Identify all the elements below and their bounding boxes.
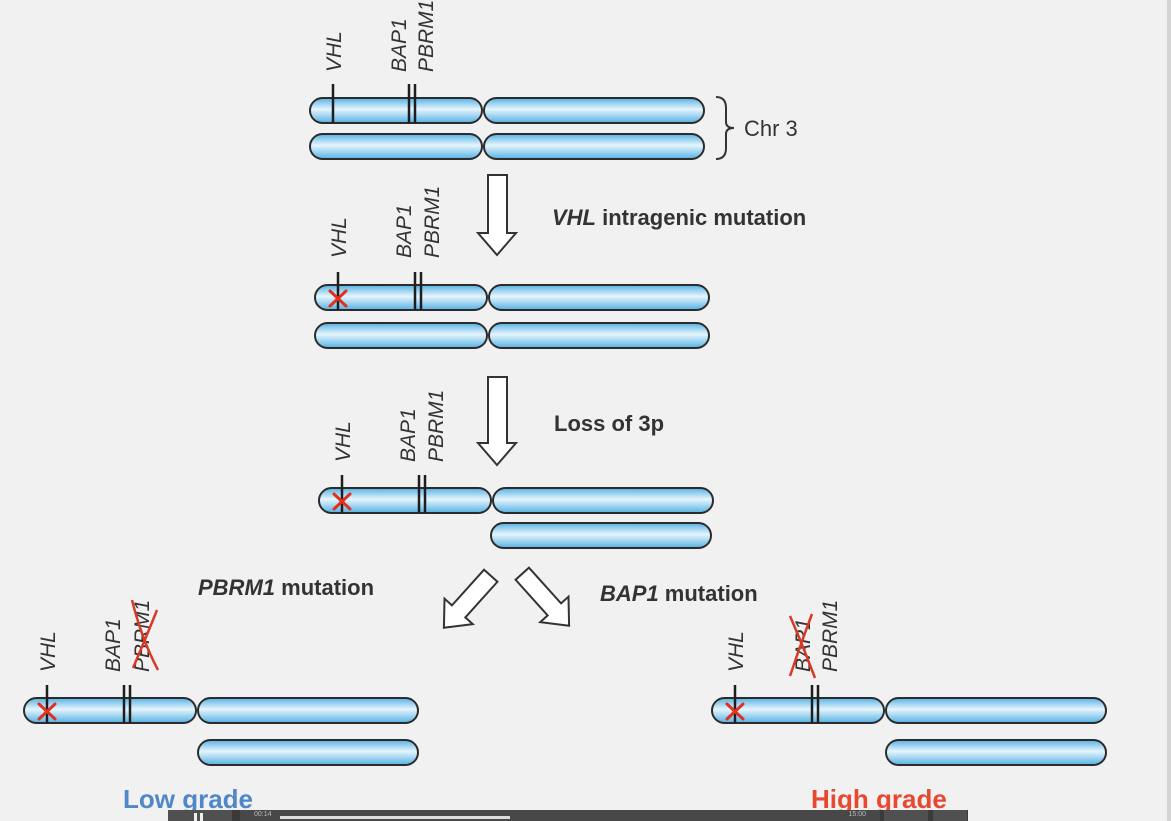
chromosome-pair-high-grade — [711, 685, 1107, 766]
gene-label-vhl: VHL — [323, 31, 346, 72]
current-time: 00:14 — [254, 811, 272, 818]
gene-label-bap1: BAP1 — [393, 204, 416, 258]
chromosome-pair-loss-3p — [318, 475, 714, 549]
down-arrow-icon — [475, 376, 519, 467]
gene-knockout-cross-icon — [130, 599, 160, 671]
gene-label-pbrm1: PBRM1 — [819, 600, 842, 672]
brace-icon — [715, 96, 735, 160]
pause-icon — [194, 813, 197, 821]
volume-button[interactable] — [933, 810, 967, 821]
gene-knockout-cross-icon — [788, 613, 817, 679]
gene-label-pbrm1: PBRM1 — [425, 390, 448, 462]
gene-label-pbrm1: PBRM1 — [415, 0, 438, 72]
branch-arrow-left-icon — [442, 568, 499, 629]
mutation-mark-icon — [328, 289, 348, 308]
gene-label-vhl: VHL — [37, 631, 60, 672]
right-edge-frame — [1167, 0, 1171, 821]
step-bap1-mutation: BAP1 mutation — [600, 581, 758, 606]
chr3-label: Chr 3 — [744, 116, 798, 141]
mutation-mark-icon — [37, 702, 57, 721]
gene-label-vhl: VHL — [725, 631, 748, 672]
chromosome-pair-low-grade — [23, 685, 419, 766]
mutation-mark-icon — [725, 702, 745, 721]
step-pbrm1-mutation: PBRM1 mutation — [198, 575, 374, 600]
gene-label-vhl: VHL — [328, 217, 351, 258]
pause-button[interactable] — [168, 810, 232, 821]
gene-label-bap1: BAP1 — [397, 408, 420, 462]
chromosome-pair-normal — [309, 84, 705, 160]
gene-label-bap1: BAP1 — [388, 18, 411, 72]
step-loss-of-3p: Loss of 3p — [554, 411, 664, 436]
mutation-mark-icon — [332, 492, 352, 511]
down-arrow-icon — [475, 174, 519, 257]
video-scrubber[interactable]: 00:14 15:00 — [240, 810, 880, 821]
gene-label-pbrm1: PBRM1 — [421, 186, 444, 258]
low-grade-label: Low grade — [123, 784, 253, 814]
high-grade-label: High grade — [811, 784, 947, 814]
branch-arrow-right-icon — [514, 566, 571, 627]
total-time: 15:00 — [848, 811, 866, 818]
scrubber-progress — [280, 816, 510, 819]
step-vhl-mutation: VHL intragenic mutation — [552, 205, 806, 230]
gene-label-vhl: VHL — [332, 421, 355, 462]
fullscreen-button[interactable] — [884, 810, 928, 821]
chromosome-pair-vhl-mutated — [314, 272, 710, 349]
gene-label-bap1: BAP1 — [102, 618, 125, 672]
